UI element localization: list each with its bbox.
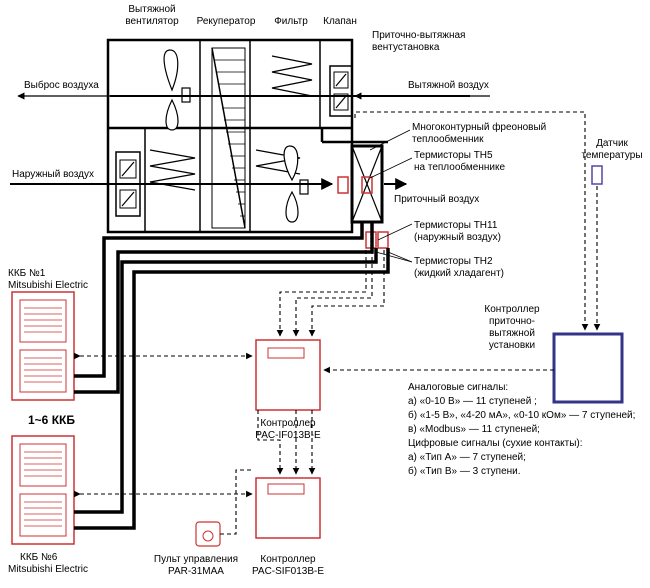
exhaust-fan-label-2: вентилятор xyxy=(125,16,179,27)
signal-line-0: Аналоговые сигналы: xyxy=(408,382,508,393)
air-out-label: Выброс воздуха xyxy=(24,79,99,91)
signal-line-6: б) «Тип В» — 3 ступени. xyxy=(408,465,521,477)
kkb-unit-1 xyxy=(11,291,75,401)
filter-bottom-right xyxy=(255,149,301,175)
heat-exchanger-label-1: Многоконтурный фреоновый xyxy=(412,121,546,133)
th5-label-2: на теплообменнике xyxy=(414,161,505,173)
th2-label-1: Термисторы TH2 xyxy=(414,256,493,267)
vent-ctrl-label-4: установки xyxy=(489,340,535,351)
exhaust-air-label: Вытяжной воздух xyxy=(408,80,489,91)
th11-label-2: (наружный воздух) xyxy=(414,232,501,243)
supply-fan-icon xyxy=(283,145,309,223)
outdoor-air-label: Наружный воздух xyxy=(12,169,94,180)
temp-sensor-label-1: Датчик xyxy=(596,138,628,149)
kkb1-label-1: ККБ №1 xyxy=(8,268,46,279)
ctrl1-label-1: Контроллер xyxy=(260,418,316,429)
th5-label-1: Термисторы TH5 xyxy=(414,150,493,161)
remote-par-31maa xyxy=(195,521,221,547)
vent-ctrl-label-2: приточно- xyxy=(489,316,535,327)
temp-sensor-label-2: температуры xyxy=(581,150,642,161)
signal-line-5: а) «Тип А» — 7 ступеней; xyxy=(408,452,526,463)
heat-exchanger xyxy=(350,144,384,224)
unit-housing xyxy=(106,38,354,234)
heat-exchanger-label-2: теплообменник xyxy=(412,133,484,145)
valve-top xyxy=(329,65,353,117)
kkb-range-label: 1~6 ККБ xyxy=(28,413,75,427)
vent-unit-controller xyxy=(552,332,624,404)
unit-name-1: Приточно-вытяжная xyxy=(372,30,465,41)
temperature-sensor-icon xyxy=(591,165,603,185)
remote-label-1: Пульт управления xyxy=(154,554,238,565)
remote-label-2: PAR-31MAA xyxy=(168,566,224,577)
signal-line-2: б) «1-5 В», «4-20 мА», «0-10 кОм» — 7 ст… xyxy=(408,409,635,421)
refrigerant-pipes xyxy=(74,222,390,530)
ctrl2-label-1: Контроллер xyxy=(260,554,316,565)
thermistor-th2 xyxy=(377,231,389,249)
th2-label-2: (жидкий хладагент) xyxy=(414,268,504,279)
th11-label-1: Термисторы TH11 xyxy=(414,220,498,231)
kkb1-label-2: Mitsubishi Electric xyxy=(8,280,88,291)
exhaust-fan-label-1: Вытяжной xyxy=(128,4,175,15)
supply-air-label: Приточный воздух xyxy=(394,194,479,205)
exhaust-fan-icon xyxy=(163,49,191,131)
filter-top xyxy=(271,55,313,97)
valve-label: Клапан xyxy=(323,16,357,27)
kkb-unit-6 xyxy=(11,435,75,545)
ctrl2-label-2: PAC-SIF013B-E xyxy=(252,566,324,577)
ventilation-unit xyxy=(106,38,388,234)
ctrl1-label-2: PAC-IF013B-E xyxy=(255,430,321,441)
signal-line-1: а) «0-10 В» — 11 ступеней ; xyxy=(408,396,537,407)
unit-name-2: вентустановка xyxy=(372,42,440,53)
vent-ctrl-label-3: вытяжной xyxy=(489,328,535,339)
signal-line-4: Цифровые сигналы (сухие контакты): xyxy=(408,437,583,449)
signal-lines xyxy=(74,111,601,535)
kkb6-label-2: Mitsubishi Electric xyxy=(8,564,88,575)
vent-ctrl-label-1: Контроллер xyxy=(484,304,540,315)
kkb6-label-1: ККБ №6 xyxy=(20,552,58,563)
recuperator-label: Рекуператор xyxy=(197,16,256,27)
thermistor-th5 xyxy=(337,176,373,194)
controller-pac-if013b xyxy=(255,339,321,411)
controller-pac-sif013b xyxy=(255,477,321,539)
signal-line-3: в) «Modbus» — 11 ступеней; xyxy=(408,424,540,435)
labels: Вытяжной вентилятор Рекуператор Фильтр К… xyxy=(8,4,643,577)
filter-label: Фильтр xyxy=(274,16,308,27)
